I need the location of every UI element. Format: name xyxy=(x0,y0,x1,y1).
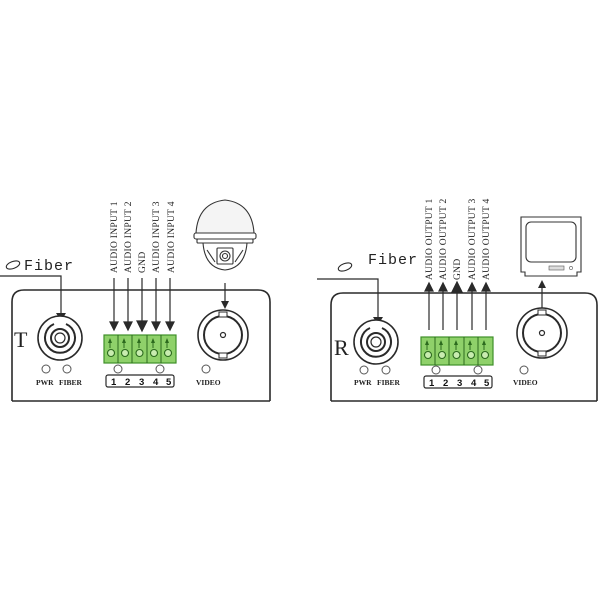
audio-label-2: AUDIO INPUT 2 xyxy=(124,201,134,273)
pin-number-3: 3 xyxy=(457,378,462,389)
audio-led-1-icon xyxy=(113,364,123,374)
fiber-connector-icon[interactable] xyxy=(37,315,83,361)
fiber-connector-icon[interactable] xyxy=(353,319,399,365)
unit-letter: T xyxy=(14,327,28,352)
transmitter-housing xyxy=(11,289,271,401)
receiver-housing xyxy=(330,292,598,401)
audio-led-1-icon xyxy=(431,365,441,375)
pin-number-4: 4 xyxy=(153,377,159,388)
pwr-led-icon xyxy=(359,365,369,375)
audio-label-1: AUDIO INPUT 1 xyxy=(110,201,120,273)
audio-terminal-block[interactable] xyxy=(103,334,177,364)
pwr-led-label: PWR xyxy=(354,378,372,387)
audio-labels: AUDIO OUTPUT 1 AUDIO OUTPUT 2 GND AUDIO … xyxy=(425,198,492,280)
audio-led-2-icon xyxy=(155,364,165,374)
video-led-icon xyxy=(201,364,211,374)
dome-camera-icon xyxy=(193,199,257,271)
audio-label-3: AUDIO INPUT 3 xyxy=(152,201,162,273)
video-out-arrow-icon xyxy=(538,280,546,288)
audio-label-3: AUDIO OUTPUT 3 xyxy=(468,198,478,280)
pin-number-1: 1 xyxy=(111,377,117,388)
pin-number-1: 1 xyxy=(429,378,435,389)
fiber-strand-icon xyxy=(5,260,21,270)
fiber-led-icon xyxy=(62,364,72,374)
audio-label-gnd: GND xyxy=(138,252,148,273)
bnc-video-connector-icon[interactable] xyxy=(516,307,568,359)
fiber-label: Fiber xyxy=(368,252,418,269)
audio-output-arrows xyxy=(424,280,491,330)
pin-number-5: 5 xyxy=(166,377,172,388)
pwr-led-icon xyxy=(41,364,51,374)
video-in-arrow-icon xyxy=(221,301,229,309)
pin-number-4: 4 xyxy=(471,378,477,389)
fiber-strand-icon xyxy=(337,262,353,272)
fiber-led-label: FIBER xyxy=(377,378,401,387)
pin-number-strip xyxy=(423,375,493,389)
receiver-unit: Fiber R PWR FIBER AUDIO OUTPUT 1 AUDIO O… xyxy=(317,198,598,402)
pin-number-3: 3 xyxy=(139,377,144,388)
pin-number-strip xyxy=(105,374,175,388)
audio-led-2-icon xyxy=(473,365,483,375)
video-led-label: VIDEO xyxy=(513,378,538,387)
audio-input-arrows xyxy=(109,278,175,333)
fiber-led-icon xyxy=(381,365,391,375)
fiber-led-label: FIBER xyxy=(59,378,83,387)
pin-number-2: 2 xyxy=(125,377,130,388)
audio-labels: AUDIO INPUT 1 AUDIO INPUT 2 GND AUDIO IN… xyxy=(110,201,177,273)
audio-label-gnd: GND xyxy=(453,259,463,280)
fiber-cable-line xyxy=(0,275,62,318)
audio-label-1: AUDIO OUTPUT 1 xyxy=(425,198,435,280)
pin-number-2: 2 xyxy=(443,378,448,389)
bnc-video-connector-icon[interactable] xyxy=(197,309,249,361)
pwr-led-label: PWR xyxy=(36,378,54,387)
audio-label-4: AUDIO INPUT 4 xyxy=(167,201,177,273)
fiber-label: Fiber xyxy=(24,258,74,275)
pin-number-5: 5 xyxy=(484,378,490,389)
video-led-label: VIDEO xyxy=(196,378,221,387)
unit-letter: R xyxy=(334,335,349,360)
video-led-icon xyxy=(519,365,529,375)
audio-terminal-block[interactable] xyxy=(420,336,494,366)
audio-label-4: AUDIO OUTPUT 4 xyxy=(482,198,492,280)
transmitter-unit: Fiber T PWR FIBER AUDIO INPUT 1 AUDIO IN… xyxy=(0,199,271,402)
audio-label-2: AUDIO OUTPUT 2 xyxy=(439,198,449,280)
fiber-cable-line xyxy=(317,278,379,322)
monitor-icon xyxy=(520,216,582,277)
